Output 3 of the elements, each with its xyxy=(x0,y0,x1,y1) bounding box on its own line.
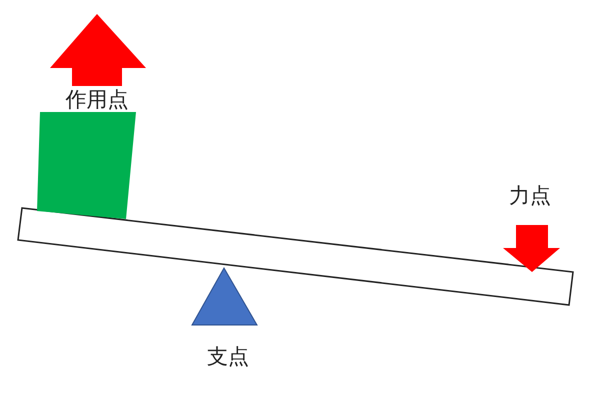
point-label: 力点 xyxy=(509,186,551,206)
point-label: 作用点 xyxy=(66,90,128,110)
point-label: 支点 xyxy=(207,346,249,368)
